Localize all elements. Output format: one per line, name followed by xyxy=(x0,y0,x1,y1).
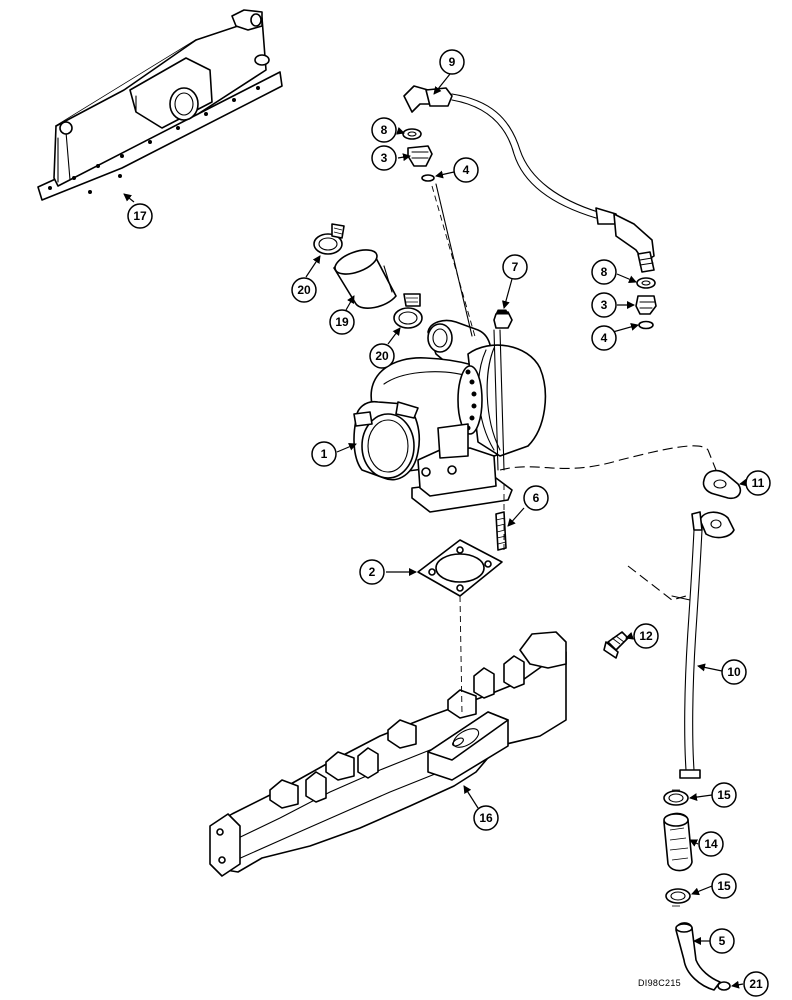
svg-text:9: 9 xyxy=(449,55,456,69)
callout-20-upper: 20 xyxy=(291,277,317,303)
tube-elbow-part-5 xyxy=(675,922,721,991)
svg-text:3: 3 xyxy=(601,298,608,312)
callout-3-lower: 3 xyxy=(591,292,617,318)
svg-text:8: 8 xyxy=(601,265,608,279)
callout-15-upper: 15 xyxy=(711,782,737,808)
oil-feed-line-part-9 xyxy=(403,85,655,273)
callout-3-upper: 3 xyxy=(371,145,397,171)
svg-text:20: 20 xyxy=(297,283,311,297)
svg-text:8: 8 xyxy=(381,123,388,137)
svg-text:6: 6 xyxy=(533,491,540,505)
hose-part-14 xyxy=(663,812,693,872)
hose-clamp-part-15-upper xyxy=(663,789,689,806)
assembly-lines xyxy=(431,183,717,715)
manifold-port-flanges xyxy=(269,631,567,809)
callout-14: 14 xyxy=(698,831,724,857)
callout-5: 5 xyxy=(709,928,735,954)
drawing-reference-code: DI98C215 xyxy=(638,978,681,988)
bolt-part-12 xyxy=(603,631,629,659)
callout-10: 10 xyxy=(721,659,747,685)
svg-text:4: 4 xyxy=(601,331,608,345)
callout-11: 11 xyxy=(745,470,771,496)
hose-clamp-lower-part-20 xyxy=(393,293,423,329)
callout-8-lower: 8 xyxy=(591,259,617,285)
callout-17: 17 xyxy=(127,203,153,229)
leader-lines xyxy=(123,73,748,989)
intake-housing-part-17 xyxy=(37,9,283,201)
callout-4-upper: 4 xyxy=(453,157,479,183)
svg-text:4: 4 xyxy=(463,163,470,177)
svg-text:7: 7 xyxy=(512,260,519,274)
hose-clamp-part-15-lower xyxy=(665,888,691,907)
callout-7: 7 xyxy=(502,254,528,280)
svg-text:19: 19 xyxy=(335,315,349,329)
callout-2: 2 xyxy=(359,559,385,585)
hose-clamp-upper-part-20 xyxy=(313,223,345,255)
callout-21: 21 xyxy=(743,971,769,997)
svg-text:16: 16 xyxy=(479,811,493,825)
callout-9: 9 xyxy=(439,49,465,75)
callout-20-lower: 20 xyxy=(369,343,395,369)
svg-text:12: 12 xyxy=(639,629,653,643)
stud-part-6 xyxy=(495,511,507,551)
svg-text:11: 11 xyxy=(752,476,765,490)
svg-text:2: 2 xyxy=(369,565,376,579)
svg-text:1: 1 xyxy=(321,447,328,461)
svg-text:15: 15 xyxy=(717,879,731,893)
callout-12: 12 xyxy=(633,623,659,649)
callout-1: 1 xyxy=(311,441,337,467)
svg-text:17: 17 xyxy=(133,209,147,223)
turbo-bolt-ring xyxy=(457,365,483,435)
callout-4-lower: 4 xyxy=(591,325,617,351)
fittings-upper-right xyxy=(635,277,657,330)
callout-16: 16 xyxy=(473,805,499,831)
svg-text:10: 10 xyxy=(727,665,741,679)
callout-15-lower: 15 xyxy=(711,873,737,899)
svg-text:3: 3 xyxy=(381,151,388,165)
callout-8-upper: 8 xyxy=(371,117,397,143)
gasket-part-2 xyxy=(417,539,503,597)
drain-gasket-part-11 xyxy=(702,469,742,500)
hose-part-19 xyxy=(333,249,397,309)
o-ring-part-21 xyxy=(717,981,731,991)
turbocharger-part-1 xyxy=(353,319,547,513)
nut-part-7 xyxy=(493,309,513,329)
exhaust-manifold-part-16 xyxy=(209,631,567,877)
svg-text:21: 21 xyxy=(749,977,763,991)
fittings-upper-left xyxy=(402,128,435,182)
svg-text:15: 15 xyxy=(717,788,731,802)
oil-drain-tube-part-10 xyxy=(679,511,735,779)
svg-text:14: 14 xyxy=(704,837,718,851)
callout-19: 19 xyxy=(329,309,355,335)
svg-text:20: 20 xyxy=(375,349,389,363)
svg-text:5: 5 xyxy=(719,934,726,948)
callout-6: 6 xyxy=(523,485,549,511)
